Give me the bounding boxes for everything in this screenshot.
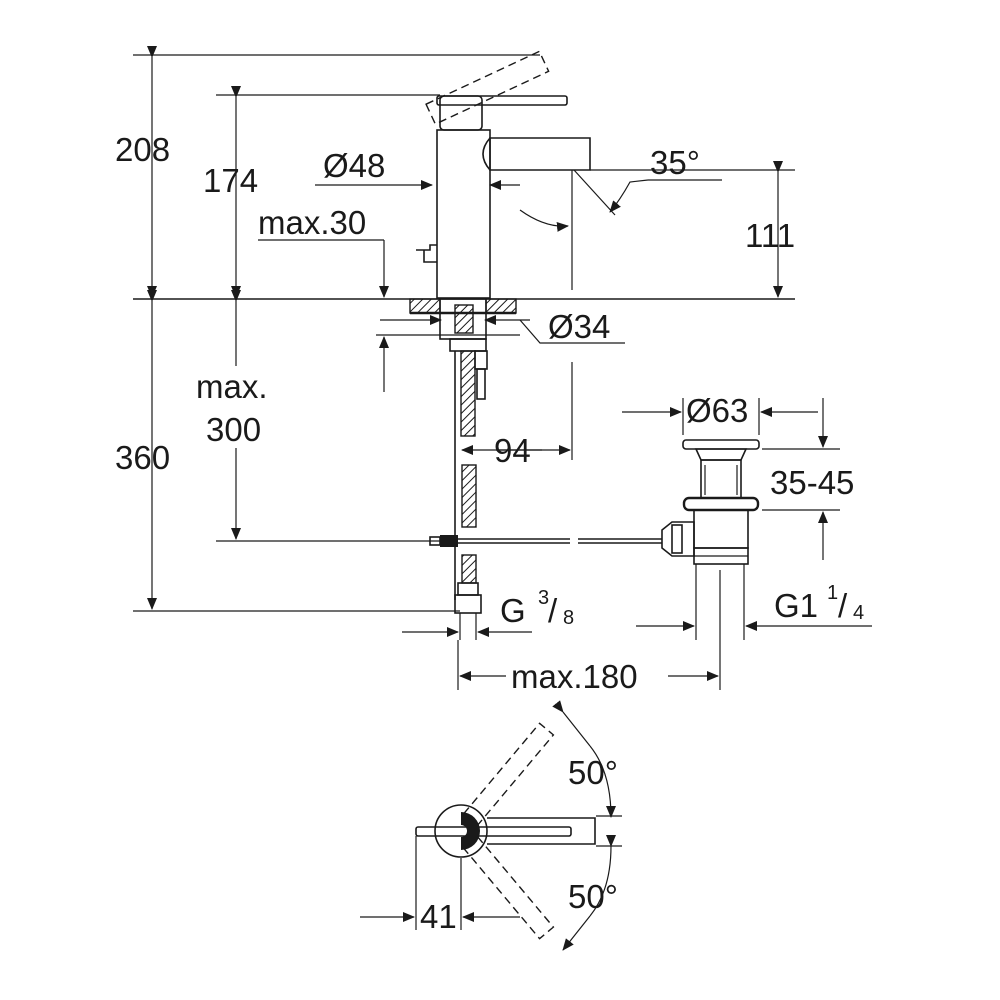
pop-up-linkage <box>429 535 662 547</box>
waste-lever-nut <box>671 524 683 554</box>
label-spout-angle: 35° <box>650 144 700 181</box>
faucet-spout <box>489 137 591 171</box>
dimension-outlet-height: 111 <box>745 161 795 298</box>
label-lever-angle-bottom: 50° <box>568 878 618 915</box>
label-supply-thread-num: 3 <box>538 587 549 609</box>
label-projection: 94 <box>494 432 531 469</box>
lever-alt-position <box>425 50 550 126</box>
label-waste-thread: G1 <box>774 587 818 624</box>
pop-up-rod <box>476 368 486 400</box>
faucet-body <box>416 50 591 299</box>
waste-backnut <box>682 496 760 512</box>
label-supply-thread: G <box>500 592 526 629</box>
label-max-thickness: max.30 <box>258 204 366 241</box>
deck-mounting <box>409 298 517 352</box>
deck-left <box>409 298 441 314</box>
label-waste-height: 360 <box>115 439 170 476</box>
label-spout-height: 174 <box>203 162 258 199</box>
top-view-indicator <box>461 812 480 850</box>
dimension-waste-height: 360 <box>115 290 170 610</box>
dimension-waste-thread: G1 1 / 4 <box>636 582 872 631</box>
mounting-nut <box>449 338 487 352</box>
label-outlet-height: 111 <box>745 217 795 254</box>
waste-body-lower <box>693 509 749 549</box>
label-max-depth: 300 <box>206 411 261 448</box>
label-max: max. <box>196 368 268 405</box>
pop-up-rod-top <box>474 350 488 370</box>
deck-right <box>485 298 517 314</box>
dimension-body-diameter: Ø48 <box>315 147 520 190</box>
lever-alt-top <box>462 722 555 827</box>
pop-up-waste <box>661 439 760 640</box>
shank-hose <box>454 304 474 334</box>
label-supply-thread-den: 8 <box>563 607 574 629</box>
dimension-spout-height: 174 <box>203 86 258 298</box>
waste-lever-housing <box>661 521 695 557</box>
supply-hoses <box>454 350 488 640</box>
label-lever-angle-top: 50° <box>568 754 618 791</box>
svg-text:/: / <box>838 587 848 624</box>
label-waste-diameter: Ø63 <box>686 392 748 429</box>
dimension-max-thickness: max.30 <box>258 204 520 392</box>
svg-text:/: / <box>548 592 558 629</box>
pop-up-knob <box>416 244 437 263</box>
waste-flange <box>682 439 760 450</box>
top-view-lever <box>415 826 572 837</box>
dimension-hole-diameter: Ø34 <box>380 308 625 345</box>
top-view: 50° 50° 41 <box>360 700 622 951</box>
dimension-total-height: 208 <box>115 46 170 298</box>
dimension-projection: 94 <box>461 362 573 469</box>
dimension-waste-diameter: Ø63 <box>622 392 818 435</box>
dimension-supply-thread: G 3 / 8 <box>402 587 574 637</box>
label-waste-thread-den: 4 <box>853 602 864 624</box>
cartridge-cap <box>439 95 483 131</box>
top-view-body <box>434 804 488 858</box>
label-waste-range: 35-45 <box>770 464 854 501</box>
faucet-column <box>436 129 491 299</box>
hose-nut <box>454 594 482 614</box>
hose-nut-top <box>457 582 479 596</box>
dimension-max-depth: max. 300 <box>192 290 282 540</box>
dimension-waste-range: 35-45 <box>762 398 854 560</box>
lever-handle <box>436 95 568 106</box>
hose-middle <box>461 464 477 528</box>
lever-alt-bottom <box>462 835 555 940</box>
waste-body-upper <box>700 459 742 499</box>
spout-joint <box>482 137 491 171</box>
top-view-spout <box>487 817 596 845</box>
waste-neck <box>694 448 748 461</box>
hose-lower <box>461 554 477 584</box>
label-body-diameter: Ø48 <box>323 147 385 184</box>
label-total-height: 208 <box>115 131 170 168</box>
hose-upper <box>460 350 476 437</box>
linkage-clamp <box>440 535 458 547</box>
label-hole-diameter: Ø34 <box>548 308 610 345</box>
label-max-reach: max.180 <box>511 658 638 695</box>
label-waste-thread-num: 1 <box>827 582 838 604</box>
dimension-spout-angle: 35° <box>519 144 722 290</box>
label-lever-offset: 41 <box>420 898 457 935</box>
dimension-max-reach: max.180 <box>457 570 721 695</box>
